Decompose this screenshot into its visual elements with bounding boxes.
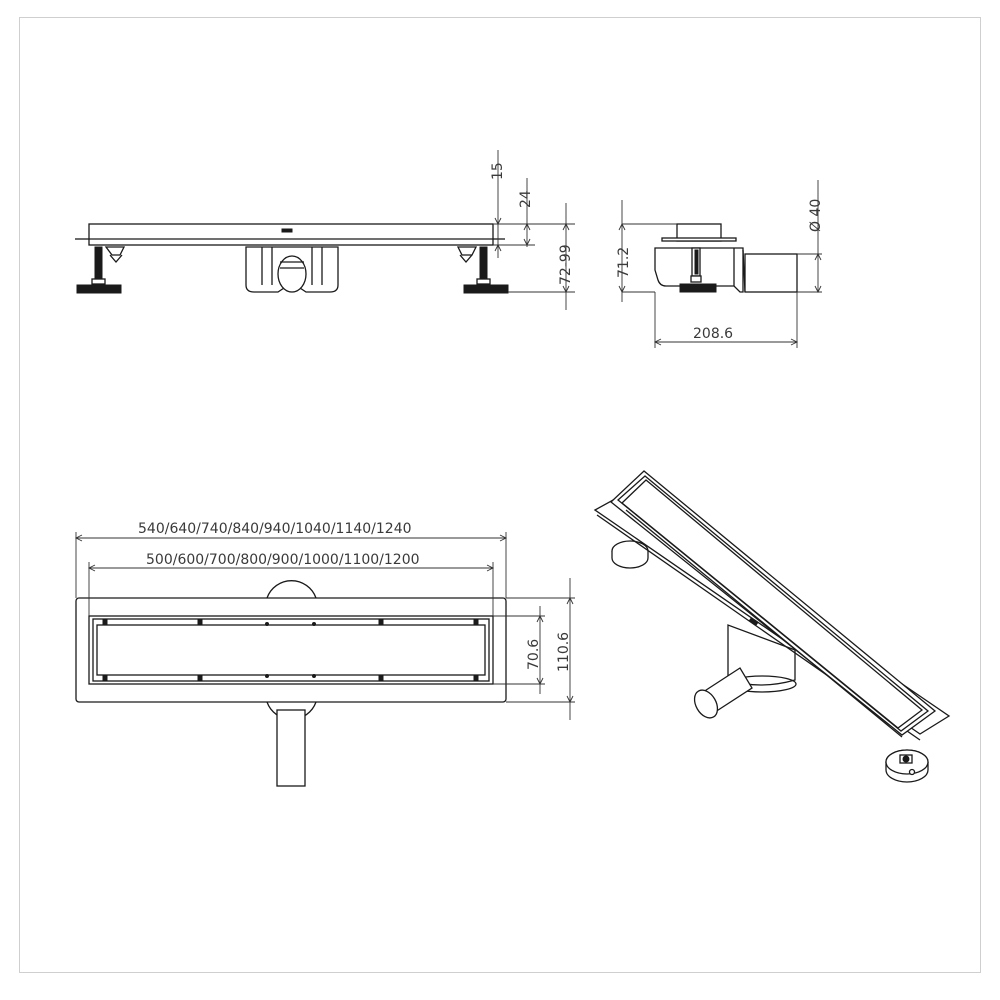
dim-side-height: 71.2 — [616, 247, 632, 278]
dim-grate-lengths: 500/600/700/800/900/1000/1100/1200 — [146, 552, 420, 568]
dim-overall-width: 110.6 — [556, 632, 572, 672]
iso-grate — [621, 479, 924, 729]
top-dimension-lines — [74, 532, 575, 720]
dim-outlet-diameter: Ø 40 — [808, 199, 824, 232]
front-right-adjustable-foot — [456, 246, 509, 294]
dim-overall-lengths: 540/640/740/840/940/1040/1140/1240 — [138, 521, 412, 537]
dim-total-height-range: 72-99 — [558, 244, 574, 285]
top-sump-outline-upper — [266, 580, 317, 599]
side-outlet-pipe — [744, 253, 798, 293]
side-view: 71.2 Ø 40 208.6 — [616, 180, 824, 348]
side-foot — [679, 283, 717, 293]
front-left-adjustable-foot — [76, 246, 126, 294]
top-outlet-pipe — [276, 709, 306, 787]
front-view: 15 24 72-99 — [75, 150, 575, 310]
dim-grate-thickness: 15 — [490, 162, 506, 180]
sump-outlet-opening — [277, 255, 307, 293]
dim-channel-height: 24 — [518, 190, 534, 208]
dim-side-depth: 208.6 — [693, 326, 733, 342]
front-dimension-lines — [493, 150, 575, 310]
isometric-view — [593, 470, 951, 783]
iso-left-foot — [611, 540, 649, 569]
top-grate-insert — [96, 624, 486, 676]
iso-right-foot — [885, 749, 929, 783]
front-sump-trap — [245, 246, 339, 293]
side-dimension-lines — [618, 180, 822, 348]
top-view: 540/640/740/840/940/1040/1140/1240 500/6… — [74, 521, 575, 787]
brand-logo-mark — [281, 228, 293, 233]
dim-grate-width: 70.6 — [526, 639, 542, 670]
iso-sump-and-outlet — [693, 624, 797, 719]
drawing-border-frame — [19, 17, 981, 973]
front-channel-body — [88, 223, 494, 246]
top-grate-clips — [102, 619, 479, 681]
